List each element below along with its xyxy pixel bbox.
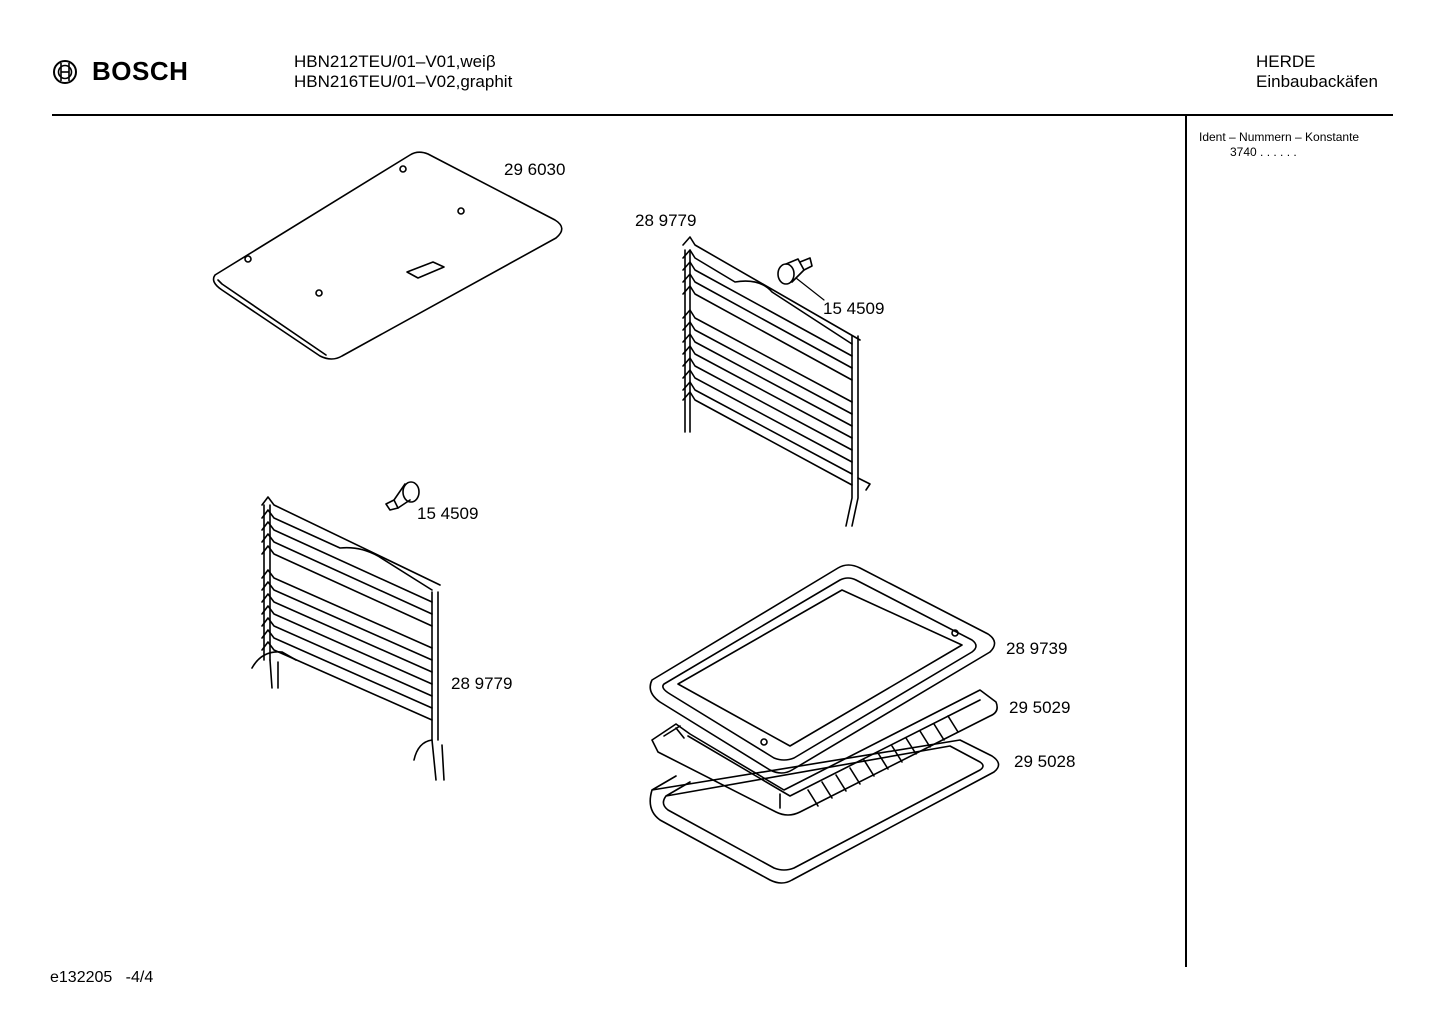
ident-value: 3740 . . . . . . [1230, 145, 1297, 159]
part-sheet-295028 [649, 739, 1000, 884]
bosch-armature-icon [53, 59, 77, 84]
part-label-289739: 28 9739 [1006, 639, 1068, 658]
brand-logo: BOSCH [52, 56, 188, 87]
model-list: HBN212TEU/01–V01,weiβ HBN216TEU/01–V02,g… [294, 52, 512, 92]
part-label-154509-left: 15 4509 [417, 504, 479, 523]
part-tray-289739 [649, 564, 996, 774]
category-block: HERDE Einbaubackäfen [1256, 52, 1378, 92]
footer: e132205 -4/4 [50, 969, 153, 987]
brand-name: BOSCH [92, 56, 189, 86]
exploded-parts-drawing [212, 151, 1000, 884]
footer-doc-id: e132205 [50, 969, 113, 986]
part-label-295028: 29 5028 [1014, 752, 1076, 771]
category-line-2: Einbaubackäfen [1256, 72, 1378, 91]
part-label-289779-top: 28 9779 [635, 211, 697, 230]
ident-panel: Ident – Nummern – Konstante 3740 . . . .… [1199, 130, 1359, 160]
part-grid-295029 [651, 689, 998, 816]
part-rack-289779-top [682, 236, 871, 527]
model-line-1: HBN212TEU/01–V01,weiβ [294, 52, 496, 71]
sidebar-divider [1185, 116, 1187, 967]
ident-title: Ident – Nummern – Konstante [1199, 130, 1360, 144]
part-panel-296030 [212, 151, 563, 360]
part-label-154509-top: 15 4509 [823, 299, 885, 318]
part-rack-289779-left [251, 496, 445, 781]
footer-page: -4/4 [125, 969, 154, 986]
header-divider [52, 114, 1393, 116]
part-label-289779-left: 28 9779 [451, 674, 513, 693]
category-line-1: HERDE [1256, 52, 1316, 71]
part-label-295029: 29 5029 [1009, 698, 1071, 717]
part-label-296030: 29 6030 [504, 160, 566, 179]
model-line-2: HBN216TEU/01–V02,graphit [294, 72, 513, 91]
part-screw-154509-top [777, 257, 825, 301]
part-screw-154509-left [385, 481, 420, 511]
